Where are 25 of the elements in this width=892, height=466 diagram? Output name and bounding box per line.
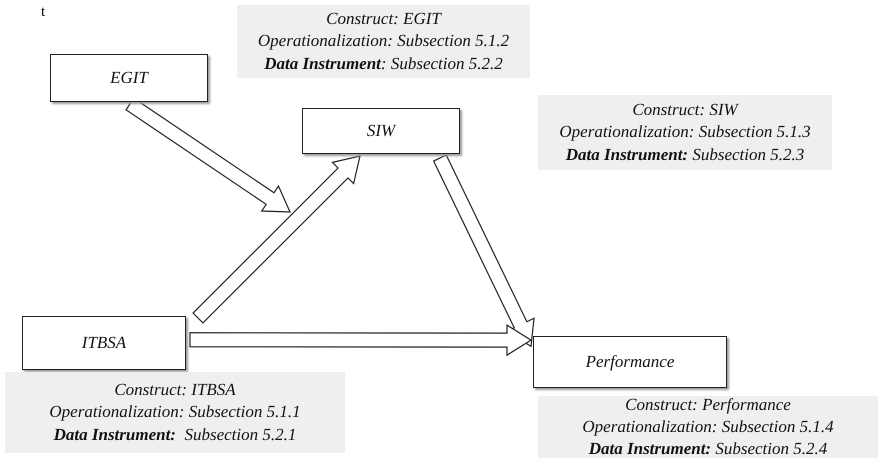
info-line: Construct: ITBSA	[114, 379, 236, 402]
info-line: Operationalization: Subsection 5.1.1	[49, 401, 301, 424]
construct-box	[22, 316, 186, 370]
construct-name: EGIT	[110, 68, 148, 88]
info-line: Data Instrument: Subsection 5.2.1	[54, 424, 296, 446]
block-arrow	[192, 155, 361, 324]
block-arrow	[189, 324, 532, 356]
block-arrow	[432, 154, 535, 348]
info-line: Construct: Performance	[625, 394, 791, 416]
construct-name: SIW	[366, 121, 396, 141]
construct-box	[533, 336, 727, 388]
info-line: Operationalization: Subsection 5.1.2	[258, 30, 510, 52]
info-line: Data Instrument: Subsection 5.2.3	[566, 144, 804, 166]
info-panel	[5, 372, 345, 453]
info-line: Construct: SIW	[632, 99, 738, 122]
construct-box	[50, 54, 208, 102]
info-line: Data Instrument: Subsection 5.2.4	[588, 438, 828, 460]
stray-letter: t	[41, 4, 46, 21]
construct-box	[302, 108, 460, 154]
info-line: Construct: EGIT	[326, 8, 441, 30]
info-line: Operationalization: Subsection 5.1.3	[559, 121, 811, 144]
construct-name: ITBSA	[82, 333, 126, 353]
construct-name: Performance	[586, 352, 674, 372]
info-line: Operationalization: Subsection 5.1.4	[582, 416, 834, 438]
info-line: Data Instrument: Subsection 5.2.2	[264, 52, 503, 75]
